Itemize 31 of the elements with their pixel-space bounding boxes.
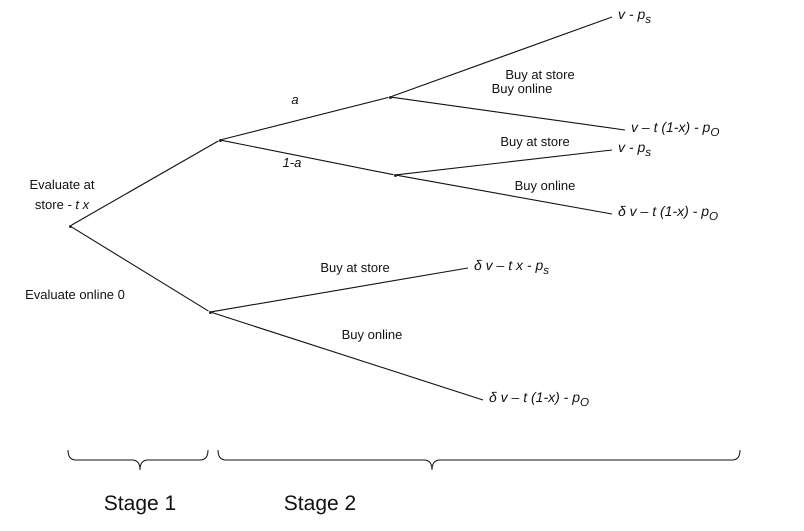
edge-label: Buy online — [340, 326, 404, 344]
payoff-label: δ v – t x - p$_{s}$ — [468, 256, 550, 280]
edge-label: a — [290, 91, 300, 109]
branch-line — [211, 312, 484, 401]
branch-point — [218, 138, 222, 142]
payoff-label: δ v – t (1-x) - p$_{O}$ — [483, 388, 590, 412]
edge-label: Buy at store — [319, 259, 391, 277]
edge-label: Buy at store — [499, 133, 571, 151]
branch-line — [71, 226, 209, 312]
branch-line — [221, 140, 394, 176]
payoff-label: δ v – t (1-x) - p$_{O}$ — [612, 202, 718, 226]
edge-label: Buy at store — [504, 66, 576, 84]
branch-point — [208, 310, 212, 314]
branch-line — [211, 267, 468, 312]
stage-label: Stage 2 — [284, 492, 356, 516]
edge-label: 1-a — [282, 154, 302, 172]
edge-label: Buy online — [490, 81, 554, 98]
branch-line — [221, 96, 389, 140]
branch-point — [394, 174, 396, 176]
branch-line — [396, 174, 612, 215]
branch-line — [391, 96, 626, 131]
edge-label: Evaluate online 0 — [24, 286, 126, 304]
stage-label: Stage 1 — [104, 492, 176, 516]
branch-line — [391, 16, 612, 98]
edge-label: Evaluate at store - t x — [28, 176, 96, 214]
edge-label: Buy online — [514, 177, 576, 195]
branch-point — [388, 96, 392, 98]
branch-line — [71, 140, 219, 226]
branch-line — [396, 149, 612, 176]
payoff-label: v - p$_{s}$ — [612, 5, 652, 29]
branch-point — [68, 224, 72, 228]
